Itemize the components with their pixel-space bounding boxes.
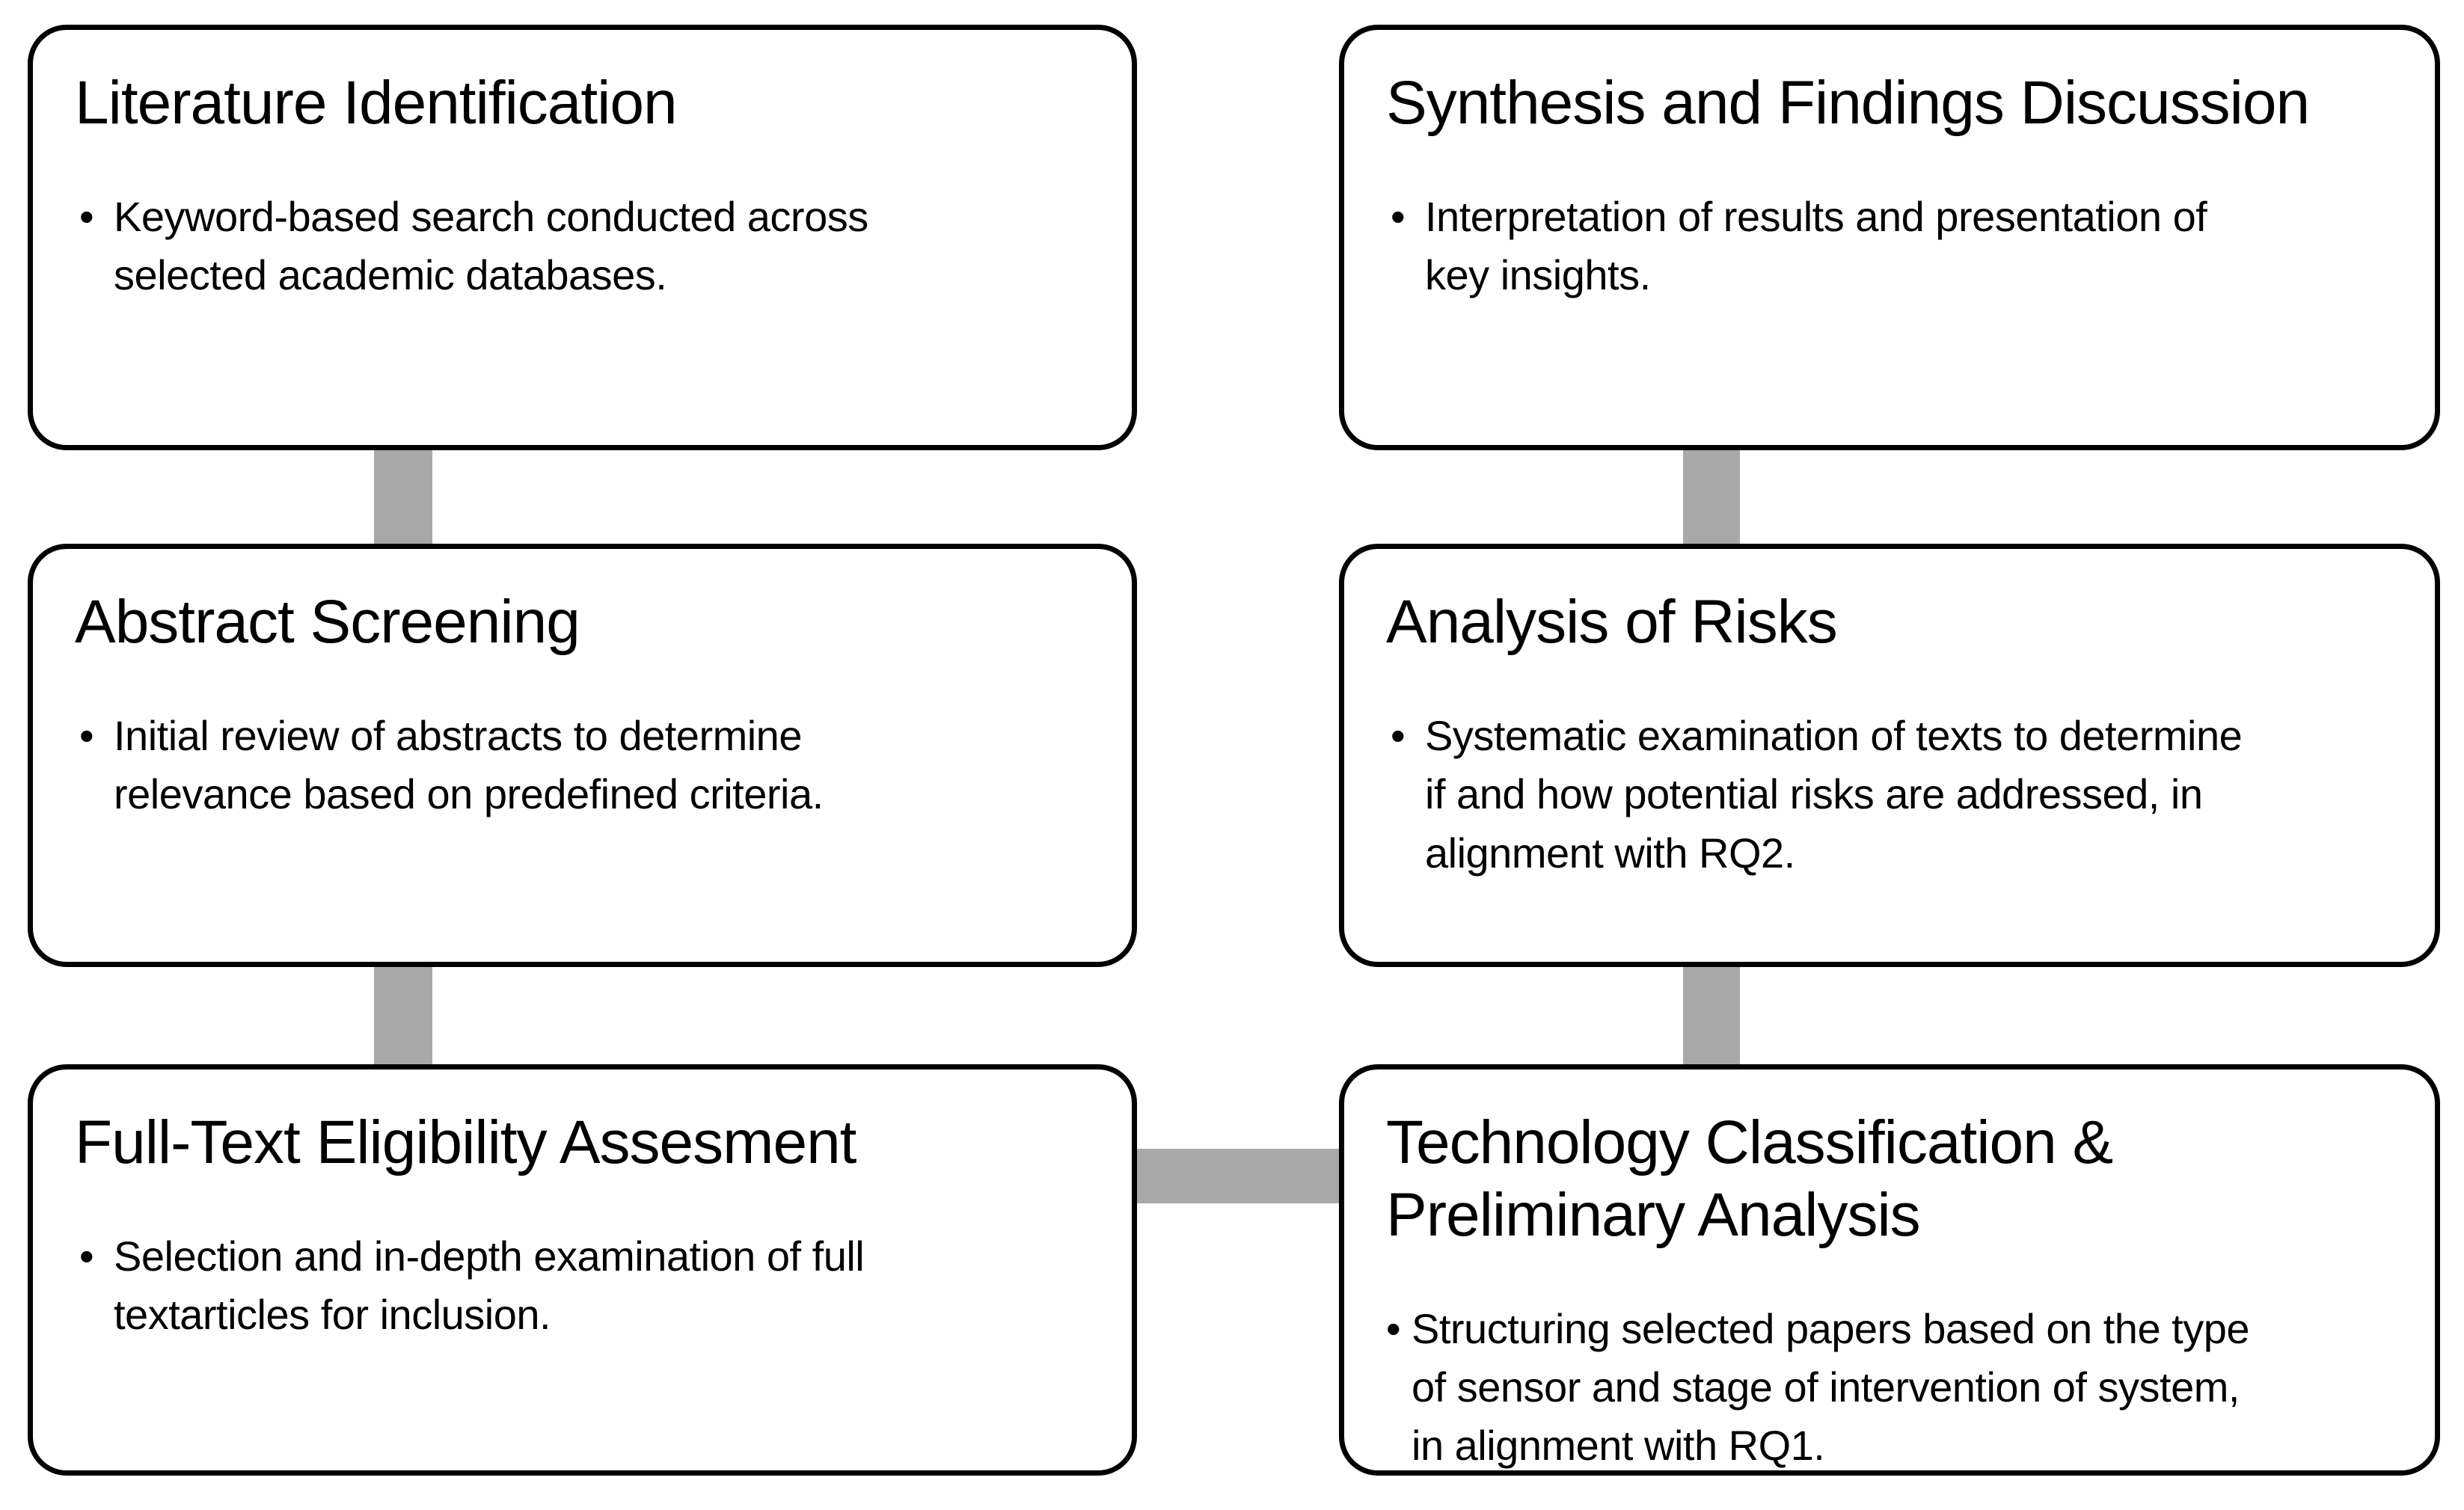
- bullet-marker: •: [79, 711, 94, 759]
- connector-left-bottom: [374, 962, 432, 1070]
- node-analysis-of-risks: Analysis of Risks • Systematic examinati…: [1339, 544, 2440, 967]
- connector-right-top: [1683, 445, 1740, 550]
- node-title: Literature Identification: [75, 69, 678, 137]
- node-title: Technology Classification & Preliminary …: [1386, 1108, 2113, 1249]
- bullet-text: Selection and in-depth examination of fu…: [114, 1232, 865, 1339]
- bullet-item: • Keyword-based search conducted across …: [75, 188, 1091, 305]
- bullet-text: Initial review of abstracts to determine…: [114, 711, 824, 818]
- connector-right-bottom: [1683, 962, 1740, 1070]
- bullet-item: • Systematic examination of texts to det…: [1386, 707, 2394, 883]
- connector-left-top: [374, 445, 432, 550]
- bullet-marker: •: [1391, 192, 1406, 240]
- bullet-item: • Initial review of abstracts to determi…: [75, 707, 1091, 824]
- bullet-text: Systematic examination of texts to deter…: [1425, 711, 2243, 877]
- node-title: Abstract Screening: [75, 588, 580, 656]
- node-literature-identification: Literature Identification • Keyword-base…: [28, 25, 1137, 450]
- bullet-marker: •: [1391, 711, 1406, 759]
- bullet-marker: •: [79, 1232, 94, 1280]
- bullet-text: Structuring selected papers based on the…: [1412, 1304, 2250, 1470]
- bullet-text: Interpretation of results and presentati…: [1425, 192, 2207, 299]
- bullet-marker: •: [79, 192, 94, 240]
- node-abstract-screening: Abstract Screening • Initial review of a…: [28, 544, 1137, 967]
- node-title: Analysis of Risks: [1386, 588, 1838, 656]
- bullet-item: • Structuring selected papers based on t…: [1386, 1300, 2394, 1476]
- node-title: Full-Text Eligibility Assesment: [75, 1108, 856, 1176]
- bullet-text: Keyword-based search conducted across se…: [114, 192, 868, 299]
- bullet-item: • Selection and in-depth examination of …: [75, 1227, 1091, 1345]
- node-technology-classification-preliminary-analysis: Technology Classification & Preliminary …: [1339, 1064, 2440, 1476]
- connector-horizontal: [1130, 1149, 1346, 1203]
- bullet-marker: •: [1386, 1304, 1401, 1352]
- node-title: Synthesis and Findings Discussion: [1386, 69, 2310, 137]
- bullet-item: • Interpretation of results and presenta…: [1386, 188, 2394, 305]
- node-full-text-eligibility-assesment: Full-Text Eligibility Assesment • Select…: [28, 1064, 1137, 1476]
- node-synthesis-and-findings-discussion: Synthesis and Findings Discussion • Inte…: [1339, 25, 2440, 450]
